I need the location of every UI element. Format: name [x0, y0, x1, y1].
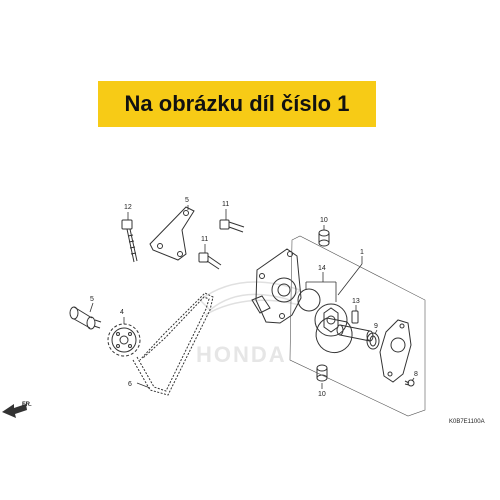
chain-6 [132, 292, 214, 396]
callout-10-lower: 10 [318, 391, 326, 398]
oil-pump-body-1 [251, 248, 302, 324]
front-direction-label: FR. [22, 402, 32, 408]
diagram-code: K0B7E1100A [449, 419, 485, 425]
bolt-11-upper [219, 219, 245, 233]
honda-watermark: HONDA [196, 281, 302, 367]
o-ring-8 [366, 332, 380, 350]
callout-6: 6 [128, 381, 132, 388]
screw-9 [404, 379, 415, 387]
pump-rotors-14 [297, 288, 353, 354]
cover-frame [289, 235, 426, 417]
callout-12: 12 [124, 204, 132, 211]
callout-1: 1 [360, 249, 364, 256]
callout-9: 8 [414, 371, 418, 378]
dowel-pin-10-lower [316, 364, 328, 382]
callout-11-upper: 11 [222, 201, 229, 208]
callout-14: 14 [318, 265, 326, 272]
callout-10-upper: 10 [320, 217, 328, 224]
plate-7 [149, 206, 195, 261]
callout-4: 4 [120, 309, 124, 316]
sprocket-4 [107, 323, 141, 357]
callout-8: 9 [374, 323, 378, 330]
front-direction-arrow: FR. [2, 402, 32, 418]
callout-11-lower: 11 [201, 236, 208, 243]
leader-lines [89, 205, 415, 389]
pump-cover [379, 319, 412, 383]
callout-13: 13 [352, 298, 360, 305]
watermark-text: HONDA [196, 342, 287, 367]
bolt-11-lower [198, 252, 222, 270]
drive-pin-5 [69, 306, 102, 330]
banner-text: Na obrázku díl číslo 1 [124, 91, 350, 116]
callout-5: 5 [90, 296, 94, 303]
pin-13 [351, 310, 359, 324]
dowel-pin-10-upper [318, 229, 330, 247]
bolt-12 [121, 219, 138, 263]
callout-7: 5 [185, 197, 189, 204]
part-number-banner: Na obrázku díl číslo 1 [98, 81, 376, 127]
